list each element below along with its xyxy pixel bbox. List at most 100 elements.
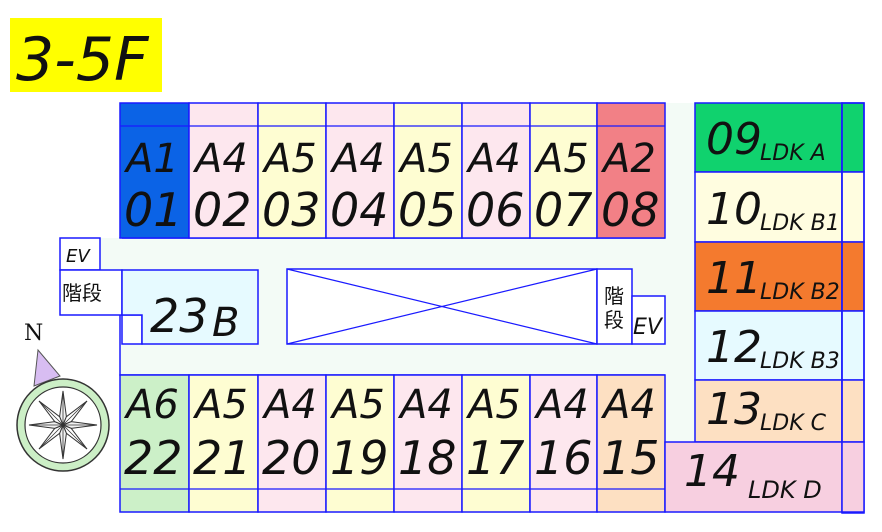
compass-icon: N xyxy=(16,321,110,472)
unit-12-edge xyxy=(841,310,865,381)
stairs-left-label: 階段 xyxy=(62,281,102,305)
unit-23-type: B xyxy=(212,300,239,346)
unit-11-box xyxy=(694,241,843,312)
unit-23[interactable]: 23 B xyxy=(121,269,259,346)
unit-09-edge xyxy=(841,102,865,173)
unit-11-type: LDK B2 xyxy=(760,280,840,305)
compass-star-ray xyxy=(62,400,88,426)
unit-10-number: 10 xyxy=(706,184,762,235)
unit-14-number: 14 xyxy=(684,446,740,497)
unit-04-type: A4 xyxy=(329,136,385,182)
unit-11-edge xyxy=(841,241,865,312)
unit-20-number: 20 xyxy=(262,431,321,485)
elevator-right xyxy=(631,295,666,345)
title-highlight xyxy=(10,18,162,92)
unit-10-box xyxy=(694,171,843,243)
unit-14-type: LDK D xyxy=(748,476,822,504)
unit-14[interactable]: 14 LDK D xyxy=(664,441,865,513)
unit-13-box xyxy=(694,379,843,443)
unit-14-box xyxy=(664,441,843,513)
unit-21-type: A5 xyxy=(192,382,248,428)
void-cross-2 xyxy=(286,268,598,345)
unit-19-type: A5 xyxy=(329,382,385,428)
unit-08-type: A2 xyxy=(600,136,656,182)
unit-13-type: LDK C xyxy=(760,411,827,436)
unit-02-number: 02 xyxy=(193,183,252,237)
unit-22-type: A6 xyxy=(123,382,179,428)
unit-14-edge xyxy=(841,441,865,513)
elevator-right-label: EV xyxy=(633,315,664,340)
unit-13-number: 13 xyxy=(706,384,762,435)
compass-arrow xyxy=(33,348,61,387)
unit-02-type: A4 xyxy=(192,136,248,182)
stairs-left-notch xyxy=(121,314,143,345)
unit-21-number: 21 xyxy=(193,431,252,485)
unit-17-number: 17 xyxy=(466,431,525,485)
compass-star-ray xyxy=(38,400,64,426)
unit-03-number: 03 xyxy=(262,183,321,237)
unit-07-type: A5 xyxy=(533,136,589,182)
unit-07-number: 07 xyxy=(534,183,593,237)
unit-09-number: 09 xyxy=(706,114,762,165)
unit-22-number: 22 xyxy=(124,431,183,485)
unit-12-number: 12 xyxy=(706,322,762,373)
unit-16-number: 16 xyxy=(534,431,593,485)
unit-08-number: 08 xyxy=(601,183,660,237)
unit-15-type: A4 xyxy=(600,382,656,428)
elevator-left-label: EV xyxy=(66,246,91,267)
unit-09-box xyxy=(694,102,843,173)
unit-12-box xyxy=(694,310,843,381)
unit-18-type: A4 xyxy=(397,382,453,428)
stairs-right-label-2: 段 xyxy=(604,308,624,332)
unit-05-type: A5 xyxy=(397,136,453,182)
compass-north-label: N xyxy=(24,321,43,346)
unit-16-type: A4 xyxy=(533,382,589,428)
unit-15-number: 15 xyxy=(601,431,660,485)
unit-05-number: 05 xyxy=(398,183,457,237)
compass-star-ray xyxy=(38,424,64,450)
unit-20-type: A4 xyxy=(261,382,317,428)
unit-17-type: A5 xyxy=(465,382,521,428)
unit-01-number: 01 xyxy=(124,183,183,237)
compass-star-ray xyxy=(62,424,88,450)
unit-10-type: LDK B1 xyxy=(760,211,840,236)
unit-13-edge xyxy=(841,379,865,443)
compass-star xyxy=(28,390,98,460)
unit-12-type: LDK B3 xyxy=(760,349,840,374)
unit-23-box xyxy=(121,269,259,345)
corridor-right xyxy=(665,103,695,443)
stairs-right-label-1: 階 xyxy=(604,284,624,308)
unit-10-edge xyxy=(841,171,865,243)
unit-01-type: A1 xyxy=(123,136,179,182)
unit-19-number: 19 xyxy=(330,431,389,485)
unit-18-number: 18 xyxy=(398,431,457,485)
right-edge-strip xyxy=(841,102,865,514)
unit-06-number: 06 xyxy=(466,183,525,237)
elevator-left xyxy=(59,237,101,271)
